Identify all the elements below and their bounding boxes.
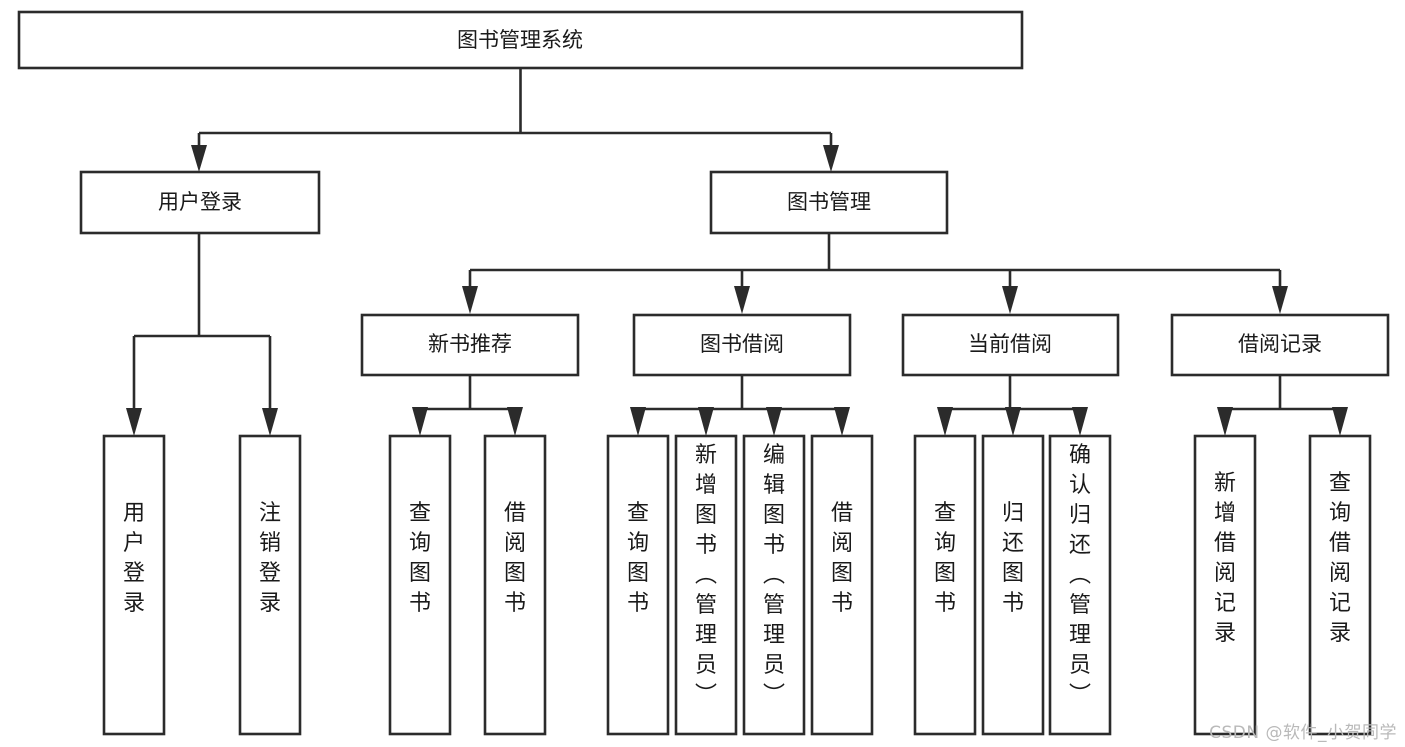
node-leaf-add-record-label: 新增借阅记录 (1214, 471, 1236, 646)
connectors-borrowrecord-to-leaves (1217, 375, 1348, 436)
node-leaf-query-book-1-box[interactable] (388, 434, 452, 736)
node-leaf-logout-login-box[interactable] (238, 434, 302, 736)
arrow-head-icon (462, 286, 478, 314)
arrow-head-icon (734, 286, 750, 314)
node-book-borrow-label: 图书借阅 (700, 332, 784, 356)
node-leaf-user-login-box[interactable] (102, 434, 166, 736)
connectors-bookborrow-to-leaves (630, 375, 850, 436)
node-leaf-add-record-box[interactable] (1193, 434, 1257, 736)
arrow-head-icon (823, 145, 839, 172)
node-leaf-confirm-return[interactable]: 确认归还︵管理员︶ (1048, 434, 1112, 736)
arrow-head-icon (1002, 286, 1018, 314)
connectors-bookmanage-to-level2 (462, 233, 1288, 314)
node-leaf-add-book-label: 新增图书︵管理员︶ (695, 443, 717, 708)
node-leaf-query-book-2-box[interactable] (606, 434, 670, 736)
node-book-borrow[interactable]: 图书借阅 (632, 313, 852, 377)
connectors-userlogin-to-leaves (126, 233, 278, 436)
node-current-borrow-label: 当前借阅 (968, 332, 1052, 356)
node-leaf-query-book-3-label: 查询图书 (934, 501, 956, 616)
node-leaf-add-book-box[interactable] (674, 434, 738, 736)
node-new-book-recommend-label: 新书推荐 (428, 332, 512, 356)
connectors-currentborrow-to-leaves (937, 375, 1088, 436)
connectors-newbook-to-leaves (412, 375, 523, 436)
node-leaf-user-login-label: 用户登录 (123, 501, 145, 616)
arrow-head-icon (1072, 407, 1088, 436)
node-leaf-add-record[interactable]: 新增借阅记录 (1193, 434, 1257, 736)
node-leaf-return-book[interactable]: 归还图书 (981, 434, 1045, 736)
node-new-book-recommend-box[interactable] (360, 313, 580, 377)
node-book-borrow-box[interactable] (632, 313, 852, 377)
node-leaf-borrow-book-1[interactable]: 借阅图书 (483, 434, 547, 736)
node-root-box[interactable] (17, 10, 1024, 70)
node-root[interactable]: 图书管理系统 (17, 10, 1024, 70)
node-leaf-logout-login[interactable]: 注销登录 (238, 434, 302, 736)
node-leaf-borrow-book-1-box[interactable] (483, 434, 547, 736)
arrow-head-icon (1272, 286, 1288, 314)
node-leaf-confirm-return-label: 确认归还︵管理员︶ (1069, 443, 1091, 708)
node-leaf-query-record-box[interactable] (1308, 434, 1372, 736)
node-leaf-edit-book-label: 编辑图书︵管理员︶ (763, 443, 785, 708)
node-leaf-confirm-return-box[interactable] (1048, 434, 1112, 736)
node-leaf-borrow-book-2-label: 借阅图书 (831, 501, 853, 616)
node-leaf-query-book-2-label: 查询图书 (627, 501, 649, 616)
node-borrow-record-box[interactable] (1170, 313, 1390, 377)
arrow-head-icon (126, 408, 142, 436)
arrow-head-icon (1332, 407, 1348, 436)
node-user-login-label: 用户登录 (158, 190, 242, 214)
node-user-login-box[interactable] (79, 170, 321, 235)
node-current-borrow-box[interactable] (901, 313, 1120, 377)
node-leaf-return-book-box[interactable] (981, 434, 1045, 736)
arrow-head-icon (507, 407, 523, 436)
node-book-manage-box[interactable] (709, 170, 949, 235)
node-borrow-record-label: 借阅记录 (1238, 332, 1322, 356)
arrow-head-icon (630, 407, 646, 436)
arrow-head-icon (834, 407, 850, 436)
arrow-head-icon (191, 145, 207, 172)
node-leaf-logout-login-label: 注销登录 (259, 501, 281, 616)
node-leaf-edit-book[interactable]: 编辑图书︵管理员︶ (742, 434, 806, 736)
node-leaf-query-book-3-box[interactable] (913, 434, 977, 736)
node-leaf-borrow-book-2-box[interactable] (810, 434, 874, 736)
node-leaf-query-record-label: 查询借阅记录 (1329, 471, 1351, 646)
node-user-login[interactable]: 用户登录 (79, 170, 321, 235)
node-leaf-query-book-3[interactable]: 查询图书 (913, 434, 977, 736)
node-leaf-query-book-1[interactable]: 查询图书 (388, 434, 452, 736)
node-leaf-borrow-book-2[interactable]: 借阅图书 (810, 434, 874, 736)
node-current-borrow[interactable]: 当前借阅 (901, 313, 1120, 377)
node-book-manage-label: 图书管理 (787, 190, 871, 214)
node-borrow-record[interactable]: 借阅记录 (1170, 313, 1390, 377)
node-leaf-query-book-2[interactable]: 查询图书 (606, 434, 670, 736)
node-new-book-recommend[interactable]: 新书推荐 (360, 313, 580, 377)
arrow-head-icon (937, 407, 953, 436)
node-leaf-borrow-book-1-label: 借阅图书 (504, 501, 526, 616)
arrow-head-icon (1005, 407, 1021, 436)
arrow-head-icon (412, 407, 428, 436)
arrow-head-icon (1217, 407, 1233, 436)
node-root-label: 图书管理系统 (457, 28, 583, 52)
connectors-root-to-level1 (191, 68, 839, 172)
node-leaf-user-login[interactable]: 用户登录 (102, 434, 166, 736)
node-leaf-query-record[interactable]: 查询借阅记录 (1308, 434, 1372, 736)
node-leaf-query-book-1-label: 查询图书 (409, 501, 431, 616)
arrow-head-icon (766, 407, 782, 436)
node-leaf-add-book[interactable]: 新增图书︵管理员︶ (674, 434, 738, 736)
node-leaf-edit-book-box[interactable] (742, 434, 806, 736)
node-book-manage[interactable]: 图书管理 (709, 170, 949, 235)
node-leaf-return-book-label: 归还图书 (1002, 501, 1024, 616)
arrow-head-icon (262, 408, 278, 436)
arrow-head-icon (698, 407, 714, 436)
